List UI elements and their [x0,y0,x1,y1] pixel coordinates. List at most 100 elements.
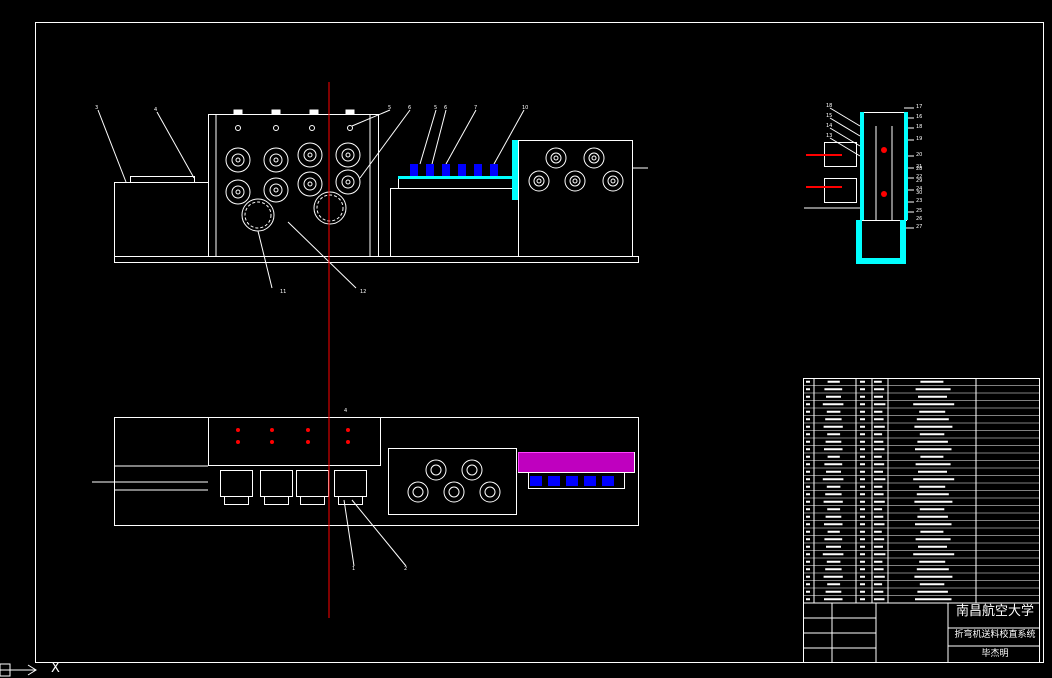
front-view-balloon: 10 [522,105,528,111]
parts-list-cell-text [823,500,843,503]
ucs-icon [0,663,37,677]
front-view[interactable] [97,109,648,289]
parts-list-cell-text [919,433,945,436]
parts-list-cell-text [806,538,810,541]
parts-list-cell-text [806,478,810,481]
parts-list-cell-text [874,553,886,556]
parts-list-cell-text [874,523,885,526]
front-view-balloon: 7 [474,105,477,111]
side-view-balloon: 21 [916,164,922,170]
parts-list-cell-text [914,575,953,578]
side-view-balloon: 28 [916,166,922,172]
side-view[interactable] [804,107,914,229]
side-view-balloon: 18 [916,124,922,130]
parts-list-cell-text [860,568,865,571]
parts-list-cell-text [860,583,865,586]
top-feed-blocks [530,476,614,486]
parts-list-cell-text [860,598,865,601]
parts-list-cell-text [806,500,810,503]
top-view[interactable] [92,417,639,567]
side-view-balloon: 15 [826,113,832,119]
parts-list-cell-text [917,590,948,593]
parts-list-cell-text [915,448,952,451]
parts-list-cell-text [860,508,865,511]
parts-list-cell-text [860,485,865,488]
parts-list-cell-text [919,508,945,511]
parts-list-cell-text [824,538,843,541]
parts-list-cell-text [824,388,843,391]
parts-list-cell-text [826,410,841,413]
parts-list-cell-text [860,395,865,398]
parts-list-cell-text [860,538,865,541]
project-title: 折弯机送料校直系统 [954,630,1036,640]
side-view-balloon: 17 [916,104,922,110]
parts-list-cell-text [825,440,842,443]
parts-list-cell-text [874,508,883,511]
front-view-balloon: 11 [280,289,286,295]
parts-list-cell-text [827,530,840,533]
parts-list-cell-text [920,455,944,458]
parts-list-cell-text [915,388,951,391]
parts-list-cell-text [825,493,842,496]
side-view-balloon: 16 [916,114,922,120]
parts-list-cell-text [806,493,810,496]
parts-list-cell-text [874,455,882,458]
parts-list-cell-text [860,388,865,391]
top-view-balloon: 4 [344,408,347,414]
parts-list-cell-text [806,463,810,466]
parts-list-cell-text [827,380,840,383]
parts-list-cell-text [823,575,843,578]
parts-list-cell-text [806,545,810,548]
parts-list-cell-text [860,553,865,556]
side-view-balloon: 14 [826,123,832,129]
side-view-balloon: 25 [916,208,922,214]
school-name: 南昌航空大学 [955,604,1034,619]
top-view-balloon: 1 [352,566,355,572]
parts-list-cell-text [918,470,947,473]
parts-list-cell-text [823,425,843,428]
parts-list-cell-text [825,568,842,571]
parts-list-cell-text [913,553,955,556]
parts-list-cell-text [874,388,885,391]
parts-list-cell-text [824,463,843,466]
parts-list-cell-text [860,403,865,406]
parts-list-cell-text [806,388,810,391]
parts-list-cell-text [860,590,865,593]
parts-list-cell-text [874,463,885,466]
parts-list-cell-text [874,590,884,593]
parts-list-cell-text [860,470,865,473]
parts-list-cell-text [919,583,945,586]
parts-list-cell-text [915,463,951,466]
parts-list-cell-text [806,470,810,473]
parts-list-cell-text [860,545,865,548]
parts-list-cell-text [806,418,810,421]
side-view-balloon: 22 [916,174,922,180]
parts-list-cell-text [827,508,841,511]
parts-list-cell-text [860,523,865,526]
front-view-balloon: 6 [408,105,411,111]
parts-list-cell-text [915,538,951,541]
parts-list-cell-text [806,433,810,436]
parts-list-cell-text [825,590,842,593]
parts-list-cell-text [874,425,885,428]
parts-list-cell-text [825,515,842,518]
front-feed-blocks [410,164,498,176]
parts-list-cell-text [874,568,884,571]
parts-list-cell-text [826,560,841,563]
parts-list-cell-text [806,583,810,586]
parts-list-entries [806,380,955,601]
parts-list-cell-text [874,440,884,443]
parts-list-cell-text [874,485,883,488]
side-view-balloon: 18 [826,103,832,109]
parts-list-cell-text [827,455,840,458]
front-view-balloon: 3 [95,105,98,111]
parts-list-cell-text [874,403,886,406]
top-red-markers [236,428,350,444]
front-bench-strip [398,176,512,179]
parts-list-cell-text [874,448,885,451]
side-view-balloon: 30 [916,190,922,196]
parts-list-cell-text [825,418,842,421]
parts-list-cell-text [874,493,884,496]
parts-list-cell-text [860,455,865,458]
